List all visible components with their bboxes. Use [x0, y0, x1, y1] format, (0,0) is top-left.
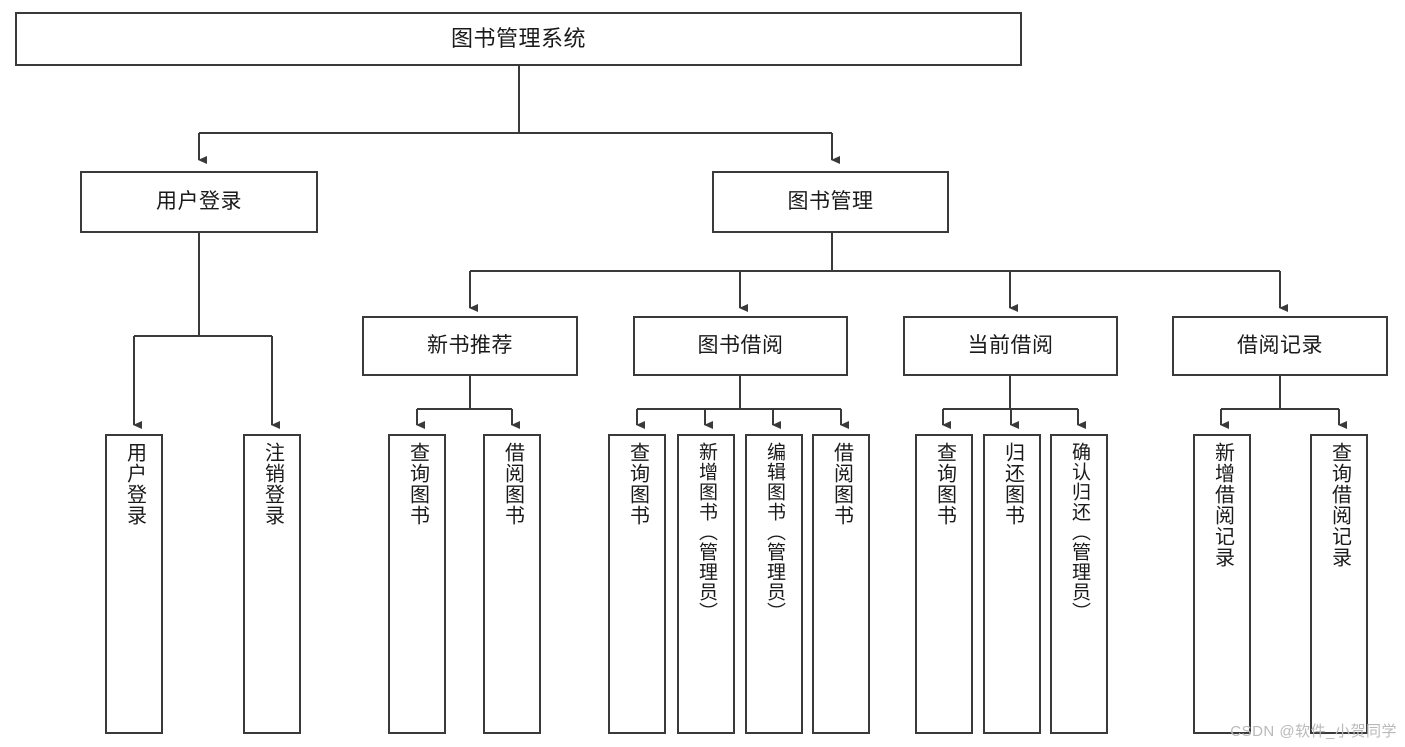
leaf-logout[interactable]: 注销登录: [243, 434, 301, 734]
node-borrow-record[interactable]: 借阅记录: [1172, 316, 1388, 376]
node-label: 用户登录: [156, 189, 242, 213]
leaf-query-record[interactable]: 查询借阅记录: [1310, 434, 1368, 734]
leaf-edit-book[interactable]: 编辑图书（管理员）: [745, 434, 803, 734]
node-label: 编辑图书（管理员）: [763, 442, 785, 622]
leaf-query-book-1[interactable]: 查询图书: [388, 434, 446, 734]
leaf-user-login[interactable]: 用户登录: [105, 434, 163, 734]
leaf-borrow-book-2[interactable]: 借阅图书: [812, 434, 870, 734]
node-label: 借阅图书: [501, 442, 524, 526]
node-label: 查询图书: [406, 442, 429, 526]
node-root-system[interactable]: 图书管理系统: [15, 12, 1022, 66]
node-label: 归还图书: [1001, 442, 1024, 526]
node-label: 图书借阅: [697, 333, 784, 357]
leaf-add-record[interactable]: 新增借阅记录: [1193, 434, 1251, 734]
node-current-borrow[interactable]: 当前借阅: [903, 316, 1118, 376]
node-label: 新增借阅记录: [1211, 442, 1234, 568]
node-label: 当前借阅: [967, 333, 1054, 357]
node-label: 借阅记录: [1237, 333, 1323, 357]
watermark: CSDN @软件_小贺同学: [1230, 723, 1397, 740]
node-label: 图书管理: [787, 189, 874, 213]
node-label: 新书推荐: [427, 333, 513, 357]
node-label: 注销登录: [261, 442, 284, 526]
node-user-login[interactable]: 用户登录: [80, 171, 318, 233]
leaf-query-book-2[interactable]: 查询图书: [608, 434, 666, 734]
leaf-return-book[interactable]: 归还图书: [983, 434, 1041, 734]
leaf-borrow-book-1[interactable]: 借阅图书: [483, 434, 541, 734]
leaf-query-book-3[interactable]: 查询图书: [915, 434, 973, 734]
node-book-borrow[interactable]: 图书借阅: [633, 316, 848, 376]
node-label: 图书管理系统: [450, 26, 586, 52]
node-book-manage[interactable]: 图书管理: [712, 171, 949, 233]
node-label: 用户登录: [123, 442, 146, 526]
node-label: 查询图书: [933, 442, 956, 526]
node-label: 借阅图书: [830, 442, 853, 526]
node-label: 查询借阅记录: [1328, 442, 1351, 568]
leaf-add-book[interactable]: 新增图书（管理员）: [677, 434, 735, 734]
node-new-book-recommend[interactable]: 新书推荐: [362, 316, 578, 376]
leaf-confirm-return[interactable]: 确认归还（管理员）: [1050, 434, 1108, 734]
node-label: 查询图书: [626, 442, 649, 526]
node-label: 确认归还（管理员）: [1068, 442, 1090, 622]
node-label: 新增图书（管理员）: [695, 442, 717, 622]
